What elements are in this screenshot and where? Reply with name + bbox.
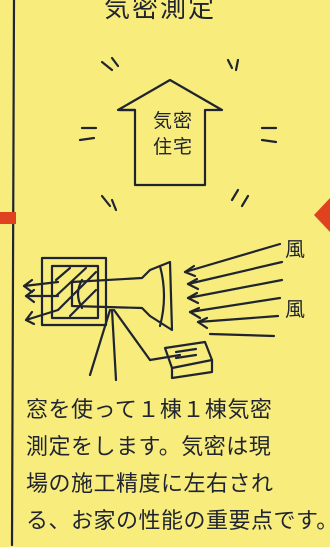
meter-box-icon xyxy=(163,340,214,380)
house-icon xyxy=(116,78,224,187)
wind-arrows-icon xyxy=(183,242,284,338)
red-right-tab xyxy=(314,198,330,232)
wind-label-bottom: 風 xyxy=(285,297,305,321)
house-emphasis-marks xyxy=(78,56,278,212)
header-title-fragment: 気密測定 xyxy=(104,0,217,24)
left-border-line xyxy=(10,0,16,547)
house-label-line2: 住宅 xyxy=(152,136,193,158)
outflow-arrows-icon xyxy=(22,278,60,326)
blower-door-fan-icon xyxy=(70,260,182,382)
house-label-line1: 気密 xyxy=(152,110,193,132)
caption-text: 窓を使って１棟１棟気密 測定をします。気密は現 場の施工精度に左右され る、お家… xyxy=(26,392,330,540)
caption-line-4: る、お家の性能の重要点です。 xyxy=(26,509,330,534)
caption-line-3: 場の施工精度に左右され xyxy=(26,472,274,497)
house-label: 気密 住宅 xyxy=(150,108,196,160)
caption-line-2: 測定をします。気密は現 xyxy=(26,435,272,460)
caption-line-1: 窓を使って１棟１棟気密 xyxy=(26,398,273,423)
red-left-tab xyxy=(0,212,16,224)
window-frame-icon xyxy=(40,256,108,327)
wind-label-top: 風 xyxy=(285,237,305,261)
